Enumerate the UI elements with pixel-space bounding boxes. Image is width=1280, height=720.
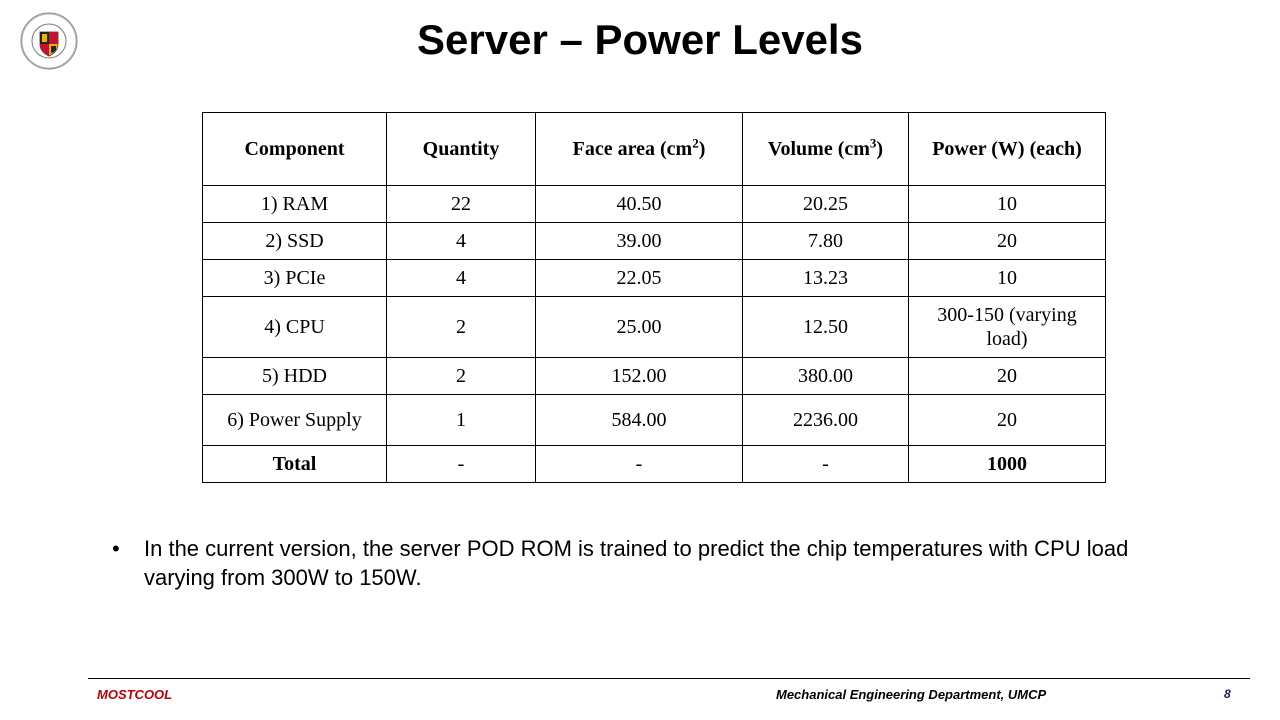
header-volume-label: Volume (cm (767, 138, 870, 160)
cell-total-label: Total (202, 445, 387, 483)
cell-component: 3) PCIe (202, 259, 387, 297)
header-power: Power (W) (each) (908, 112, 1106, 186)
header-face-area-unit-exponent: 2 (692, 135, 699, 151)
table-row: 5) HDD 2 152.00 380.00 20 (202, 357, 1106, 395)
cell-face-area: 22.05 (535, 259, 743, 297)
cell-power: 20 (908, 394, 1106, 446)
cell-power: 300-150 (varying load) (908, 296, 1106, 358)
table-row: 1) RAM 22 40.50 20.25 10 (202, 185, 1106, 223)
footer-project-name: MOSTCOOL (97, 687, 173, 702)
bullet-point: • In the current version, the server POD… (112, 534, 1182, 592)
page-number: 8 (1224, 687, 1231, 701)
slide-title: Server – Power Levels (417, 16, 863, 63)
cell-component: 4) CPU (202, 296, 387, 358)
header-quantity: Quantity (386, 112, 536, 186)
cell-power: 10 (908, 259, 1106, 297)
table-row: 3) PCIe 4 22.05 13.23 10 (202, 259, 1106, 297)
university-seal-icon (20, 12, 78, 70)
cell-volume: 20.25 (742, 185, 909, 223)
cell-quantity: 2 (386, 296, 536, 358)
header-volume-unit-exponent: 3 (869, 135, 877, 151)
table-header-row: Component Quantity Face area (cm2) Volum… (202, 112, 1106, 186)
cell-component: 2) SSD (202, 222, 387, 260)
cell-total-volume: - (742, 445, 909, 483)
cell-total-power: 1000 (908, 445, 1106, 483)
cell-volume: 12.50 (742, 296, 909, 358)
header-volume-close: ) (876, 138, 884, 160)
cell-face-area: 39.00 (535, 222, 743, 260)
bullet-text: In the current version, the server POD R… (144, 536, 1129, 590)
header-face-area-close: ) (698, 138, 706, 160)
cell-face-area: 40.50 (535, 185, 743, 223)
cell-component: 6) Power Supply (202, 394, 387, 446)
cell-total-face-area: - (535, 445, 743, 483)
header-face-area: Face area (cm2) (535, 112, 743, 186)
cell-component: 5) HDD (202, 357, 387, 395)
footer-divider (88, 678, 1250, 679)
cell-face-area: 25.00 (535, 296, 743, 358)
cell-face-area: 584.00 (535, 394, 743, 446)
cell-power: 20 (908, 222, 1106, 260)
bullet-marker: • (112, 536, 120, 561)
cell-power: 20 (908, 357, 1106, 395)
header-volume: Volume (cm3) (742, 112, 909, 186)
cell-volume: 2236.00 (742, 394, 909, 446)
cell-quantity: 4 (386, 259, 536, 297)
cell-volume: 380.00 (742, 357, 909, 395)
power-levels-table: Component Quantity Face area (cm2) Volum… (202, 112, 1106, 483)
table-row: 6) Power Supply 1 584.00 2236.00 20 (202, 394, 1106, 446)
table-row: 2) SSD 4 39.00 7.80 20 (202, 222, 1106, 260)
table-row: 4) CPU 2 25.00 12.50 300-150 (varying lo… (202, 296, 1106, 358)
cell-volume: 7.80 (742, 222, 909, 260)
header-component: Component (202, 112, 387, 186)
cell-quantity: 2 (386, 357, 536, 395)
footer-department: Mechanical Engineering Department, UMCP (776, 687, 1047, 702)
cell-component: 1) RAM (202, 185, 387, 223)
cell-face-area: 152.00 (535, 357, 743, 395)
cell-volume: 13.23 (742, 259, 909, 297)
cell-quantity: 1 (386, 394, 536, 446)
cell-quantity: 4 (386, 222, 536, 260)
header-face-area-label: Face area (cm (572, 138, 693, 160)
cell-quantity: 22 (386, 185, 536, 223)
table-total-row: Total - - - 1000 (202, 445, 1106, 483)
cell-total-quantity: - (386, 445, 536, 483)
cell-power: 10 (908, 185, 1106, 223)
